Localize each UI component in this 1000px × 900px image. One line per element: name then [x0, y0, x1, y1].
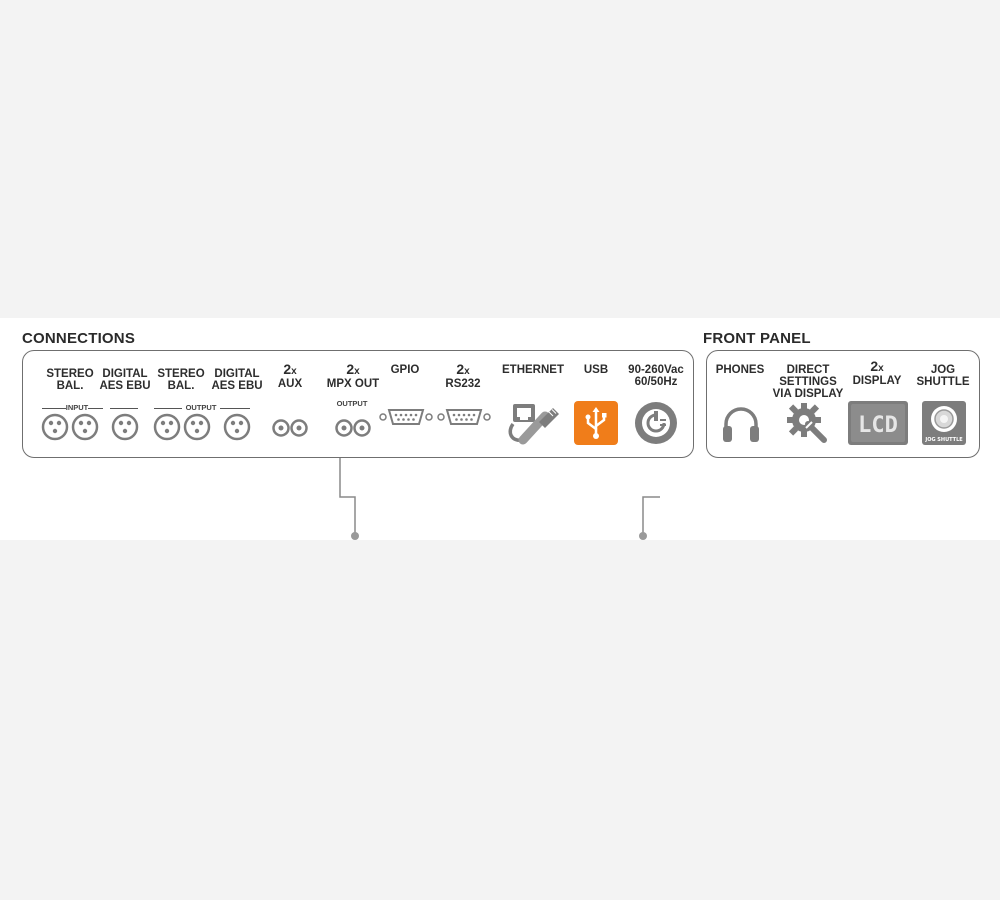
power-plug-icon — [635, 402, 677, 444]
front-panel-title: FRONT PANEL — [703, 330, 811, 347]
lcd-display-icon: LCD — [848, 401, 908, 445]
lcd-text: LCD — [858, 413, 898, 438]
connector-lines — [339, 457, 660, 540]
xlr-input-digital-icon — [111, 413, 139, 441]
xlr-output-digital-icon — [223, 413, 251, 441]
input-group-label: INPUT — [65, 403, 89, 412]
xlr-output-stereo-icon — [153, 413, 211, 441]
connections-title: CONNECTIONS — [22, 330, 136, 347]
phones-label: PHONES — [715, 364, 765, 376]
ethernet-icon — [508, 404, 559, 445]
jog-caption: JOG SHUTTLE — [924, 437, 963, 443]
ethernet-label: ETHERNET — [502, 364, 564, 376]
mpx-output-label: OUTPUT — [336, 399, 368, 408]
aux-rca-icon — [272, 419, 308, 437]
usb-label: USB — [583, 364, 609, 376]
mpx-rca-icon — [335, 419, 371, 437]
usb-icon — [574, 401, 618, 445]
input-rule-right — [110, 408, 138, 409]
output-group-label: OUTPUT — [185, 403, 217, 412]
input-rule-mid — [88, 408, 103, 409]
input-rule-left — [42, 408, 66, 409]
gpio-label: GPIO — [390, 364, 420, 376]
gpio-db9-icon — [379, 409, 433, 425]
rs232-db9-icon — [437, 409, 491, 425]
settings-gear-wrench-icon — [787, 403, 827, 443]
jog-shuttle-icon: JOG SHUTTLE — [922, 401, 966, 445]
output-rule-left — [154, 408, 182, 409]
headphones-icon — [723, 407, 759, 442]
xlr-input-stereo-icon — [41, 413, 99, 441]
output-rule-right — [220, 408, 250, 409]
